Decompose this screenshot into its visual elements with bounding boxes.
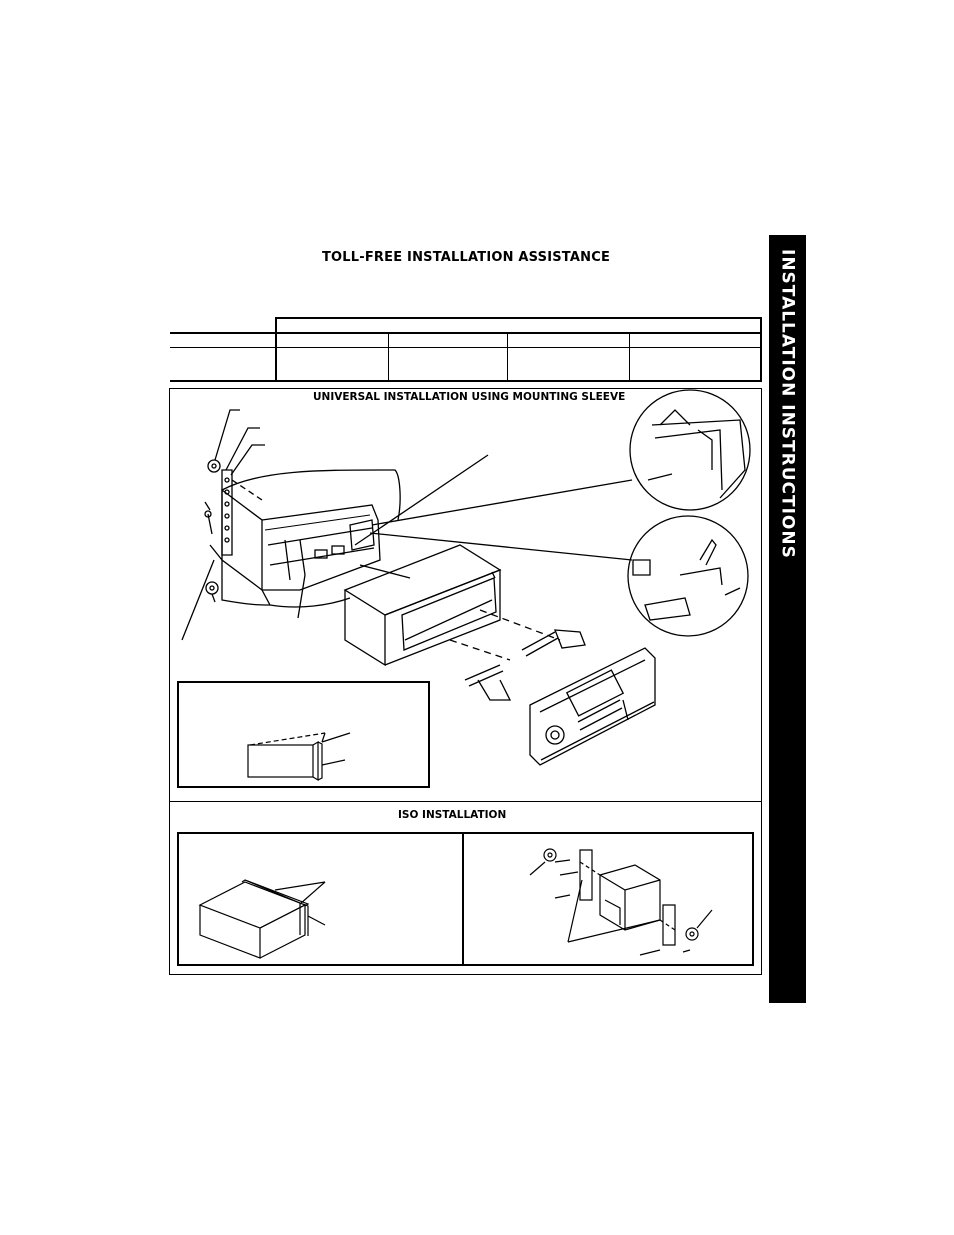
detail-circle-top [629,389,751,511]
universal-installation-title: UNIVERSAL INSTALLATION USING MOUNTING SL… [313,391,626,403]
sleeve-detail-inset [177,681,430,788]
removal-key-drawing [464,629,586,701]
info-table [170,317,762,382]
page-heading: TOLL-FREE INSTALLATION ASSISTANCE [321,249,611,266]
radio-chassis-drawing [343,544,502,667]
iso-installation-panel [169,801,762,975]
iso-installation-title: ISO INSTALLATION [398,809,507,821]
nut-screw-drawing [204,459,221,595]
dashboard-opening-drawing [209,469,401,608]
side-tab-label: INSTALLATION INSTRUCTIONS [777,249,798,559]
iso-bracket-drawing [529,848,713,956]
page-number: 2 [777,1140,798,1173]
detail-circle-bottom [627,515,749,637]
iso-inner-frame [177,832,754,966]
iso-radio-box-drawing [198,879,326,959]
faceplate-drawing [529,647,656,766]
section-side-tab: INSTALLATION INSTRUCTIONS 2 [769,235,806,1173]
iso-frame-divider [462,832,464,966]
mounting-strap-drawing [221,469,233,556]
